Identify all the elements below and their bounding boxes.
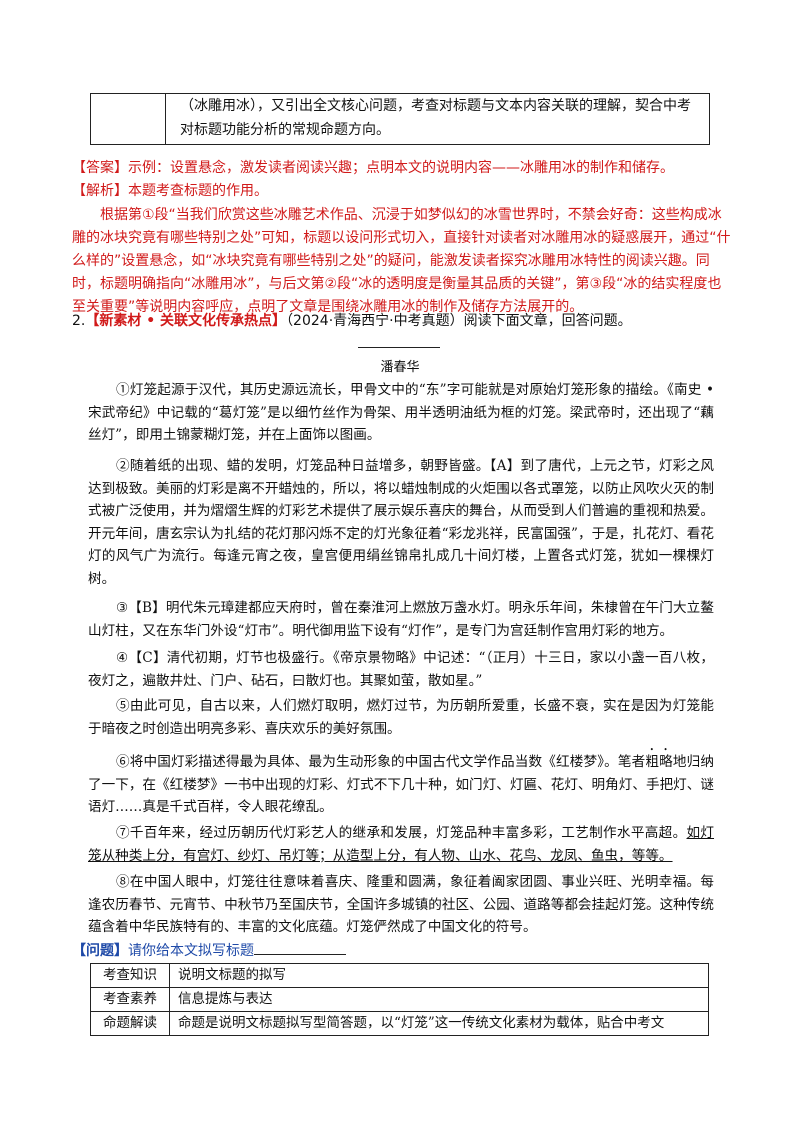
table-content-cell: （冰雕用冰），又引出全文核心问题，考查对标题与文本内容关联的理解，契合中考 对标… <box>165 93 710 145</box>
article-paragraph-3: ③【B】明代朱元璋建都应天府时，曾在秦淮河上燃放万盏水灯。明永乐年间，朱棣曾在午… <box>88 600 714 639</box>
question-source: （2024·青海西宁·中考真题） <box>286 313 464 329</box>
article-paragraph-7: ⑦千百年来，经过历朝历代灯彩艺人的继承和发展，灯笼品种丰富多彩，工艺制作水平高超… <box>88 822 714 867</box>
underlined-sentence: 如灯笼从种类上分，有宫灯、纱灯、吊灯等；从造型上分，有人物、山水、花鸟、龙凤、鱼… <box>88 825 715 864</box>
article-paragraph-1: ①灯笼起源于汉代，其历史源远流长，甲骨文中的“东”字可能就是对原始灯笼形象的描绘… <box>88 382 714 444</box>
emphasized-word: 粗略 <box>645 754 673 770</box>
table-label-cell <box>90 93 166 145</box>
question-2-header: 2.【新素材 • 关联文化传承热点】（2024·青海西宁·中考真题）阅读下面文章… <box>72 310 632 330</box>
article-paragraph-2: ②随着纸的出现、蜡的发明，灯笼品种日益增多，朝野皆盛。【A】到了唐代，上元之节，… <box>88 458 714 587</box>
answer-line: 【答案】示例：设置悬念，激发读者阅读兴趣；点明本文的说明内容——冰雕用冰的制作和… <box>72 158 732 178</box>
answer-label: 【答案】 <box>72 160 128 176</box>
analysis-text: 本题考查标题的作用。 <box>128 183 268 199</box>
article-paragraph-8: ⑧在中国人眼中，灯笼往往意味着喜庆、隆重和圆满，象征着阖家团圆、事业兴旺、光明幸… <box>88 874 714 936</box>
question-label: 【问题】 <box>72 943 128 959</box>
article-paragraph-5: ⑤由此可见，自古以来，人们燃灯取明，燃灯过节，为历朝所爱重，长盛不衰，实在是因为… <box>88 698 714 737</box>
table-key: 考查素养 <box>90 987 170 1012</box>
table-line: 对标题功能分析的常规命题方向。 <box>180 122 390 138</box>
table-row: 考查知识 说明文标题的拟写 <box>90 963 709 988</box>
article-paragraph-4: ④【C】清代初期，灯节也极盛行。《帝京景物略》中记述：“（正月）十三日，家以小盏… <box>88 650 714 689</box>
question-text: 请你给本文拟写标题 <box>128 943 254 959</box>
paragraph-6-text-a: ⑥将中国灯彩描述得最为具体、最为生动形象的中国古代文学作品当数《红楼梦》。笔者 <box>116 754 646 770</box>
table-row: 考查素养 信息提炼与表达 <box>90 987 709 1012</box>
question-instruction: 阅读下面文章，回答问题。 <box>463 313 632 329</box>
table-value: 信息提炼与表达 <box>169 987 709 1012</box>
table-key: 考查知识 <box>90 963 170 988</box>
analysis-label: 【解析】 <box>72 183 128 199</box>
table-line: （冰雕用冰），又引出全文核心问题，考查对标题与文本内容关联的理解，契合中考 <box>180 98 691 114</box>
answer-blank[interactable] <box>254 940 346 955</box>
answer-text: 示例：设置悬念，激发读者阅读兴趣；点明本文的说明内容——冰雕用冰的制作和储存。 <box>128 160 674 176</box>
analysis-table-top: （冰雕用冰），又引出全文核心问题，考查对标题与文本内容关联的理解，契合中考 对标… <box>90 93 710 145</box>
table-key: 命题解读 <box>90 1011 170 1036</box>
title-blank-rule <box>358 347 440 348</box>
question-prompt: 【问题】请你给本文拟写标题 <box>72 940 346 960</box>
paragraph-7-text: ⑦千百年来，经过历朝历代灯彩艺人的继承和发展，灯笼品种丰富多彩，工艺制作水平高超… <box>116 825 687 841</box>
analysis-body: 根据第①段“当我们欣赏这些冰雕艺术作品、沉浸于如梦似幻的冰雪世界时，不禁会好奇：… <box>72 207 731 315</box>
article-paragraph-6: ⑥将中国灯彩描述得最为具体、最为生动形象的中国古代文学作品当数《红楼梦》。笔者粗… <box>88 746 714 819</box>
analysis-table-bottom: 考查知识 说明文标题的拟写 考查素养 信息提炼与表达 命题解读 命题是说明文标题… <box>90 963 709 1036</box>
article-author: 潘春华 <box>380 360 420 375</box>
table-value: 说明文标题的拟写 <box>169 963 709 988</box>
question-tag: 【新素材 • 关联文化传承热点】 <box>85 313 287 329</box>
table-value: 命题是说明文标题拟写型简答题，以“灯笼”这一传统文化素材为载体，贴合中考文 <box>169 1011 709 1036</box>
paragraph-6-text-b: 地归纳了一下，在《红楼梦》一书中出现的灯彩、灯式不下几十种，如门灯、灯匾、花灯、… <box>88 754 714 816</box>
table-row: 命题解读 命题是说明文标题拟写型简答题，以“灯笼”这一传统文化素材为载体，贴合中… <box>90 1011 709 1036</box>
question-number: 2. <box>72 313 86 329</box>
analysis-line: 【解析】本题考查标题的作用。 <box>72 181 732 201</box>
